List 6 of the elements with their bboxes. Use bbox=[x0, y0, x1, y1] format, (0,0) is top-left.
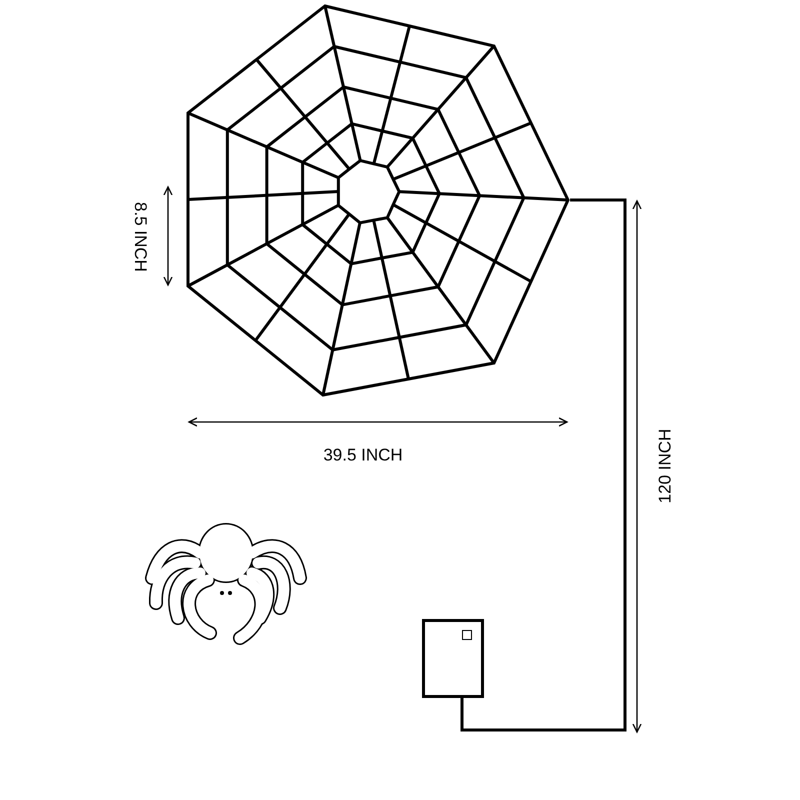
dimension-label: 120 INCH bbox=[654, 428, 676, 504]
battery-box bbox=[422, 619, 484, 698]
dimension-label: 8.5 INCH bbox=[130, 202, 151, 272]
dimension-label: 39.5 INCH bbox=[323, 444, 403, 466]
spider-web-drawing bbox=[186, 4, 570, 397]
power-cable bbox=[460, 198, 626, 732]
